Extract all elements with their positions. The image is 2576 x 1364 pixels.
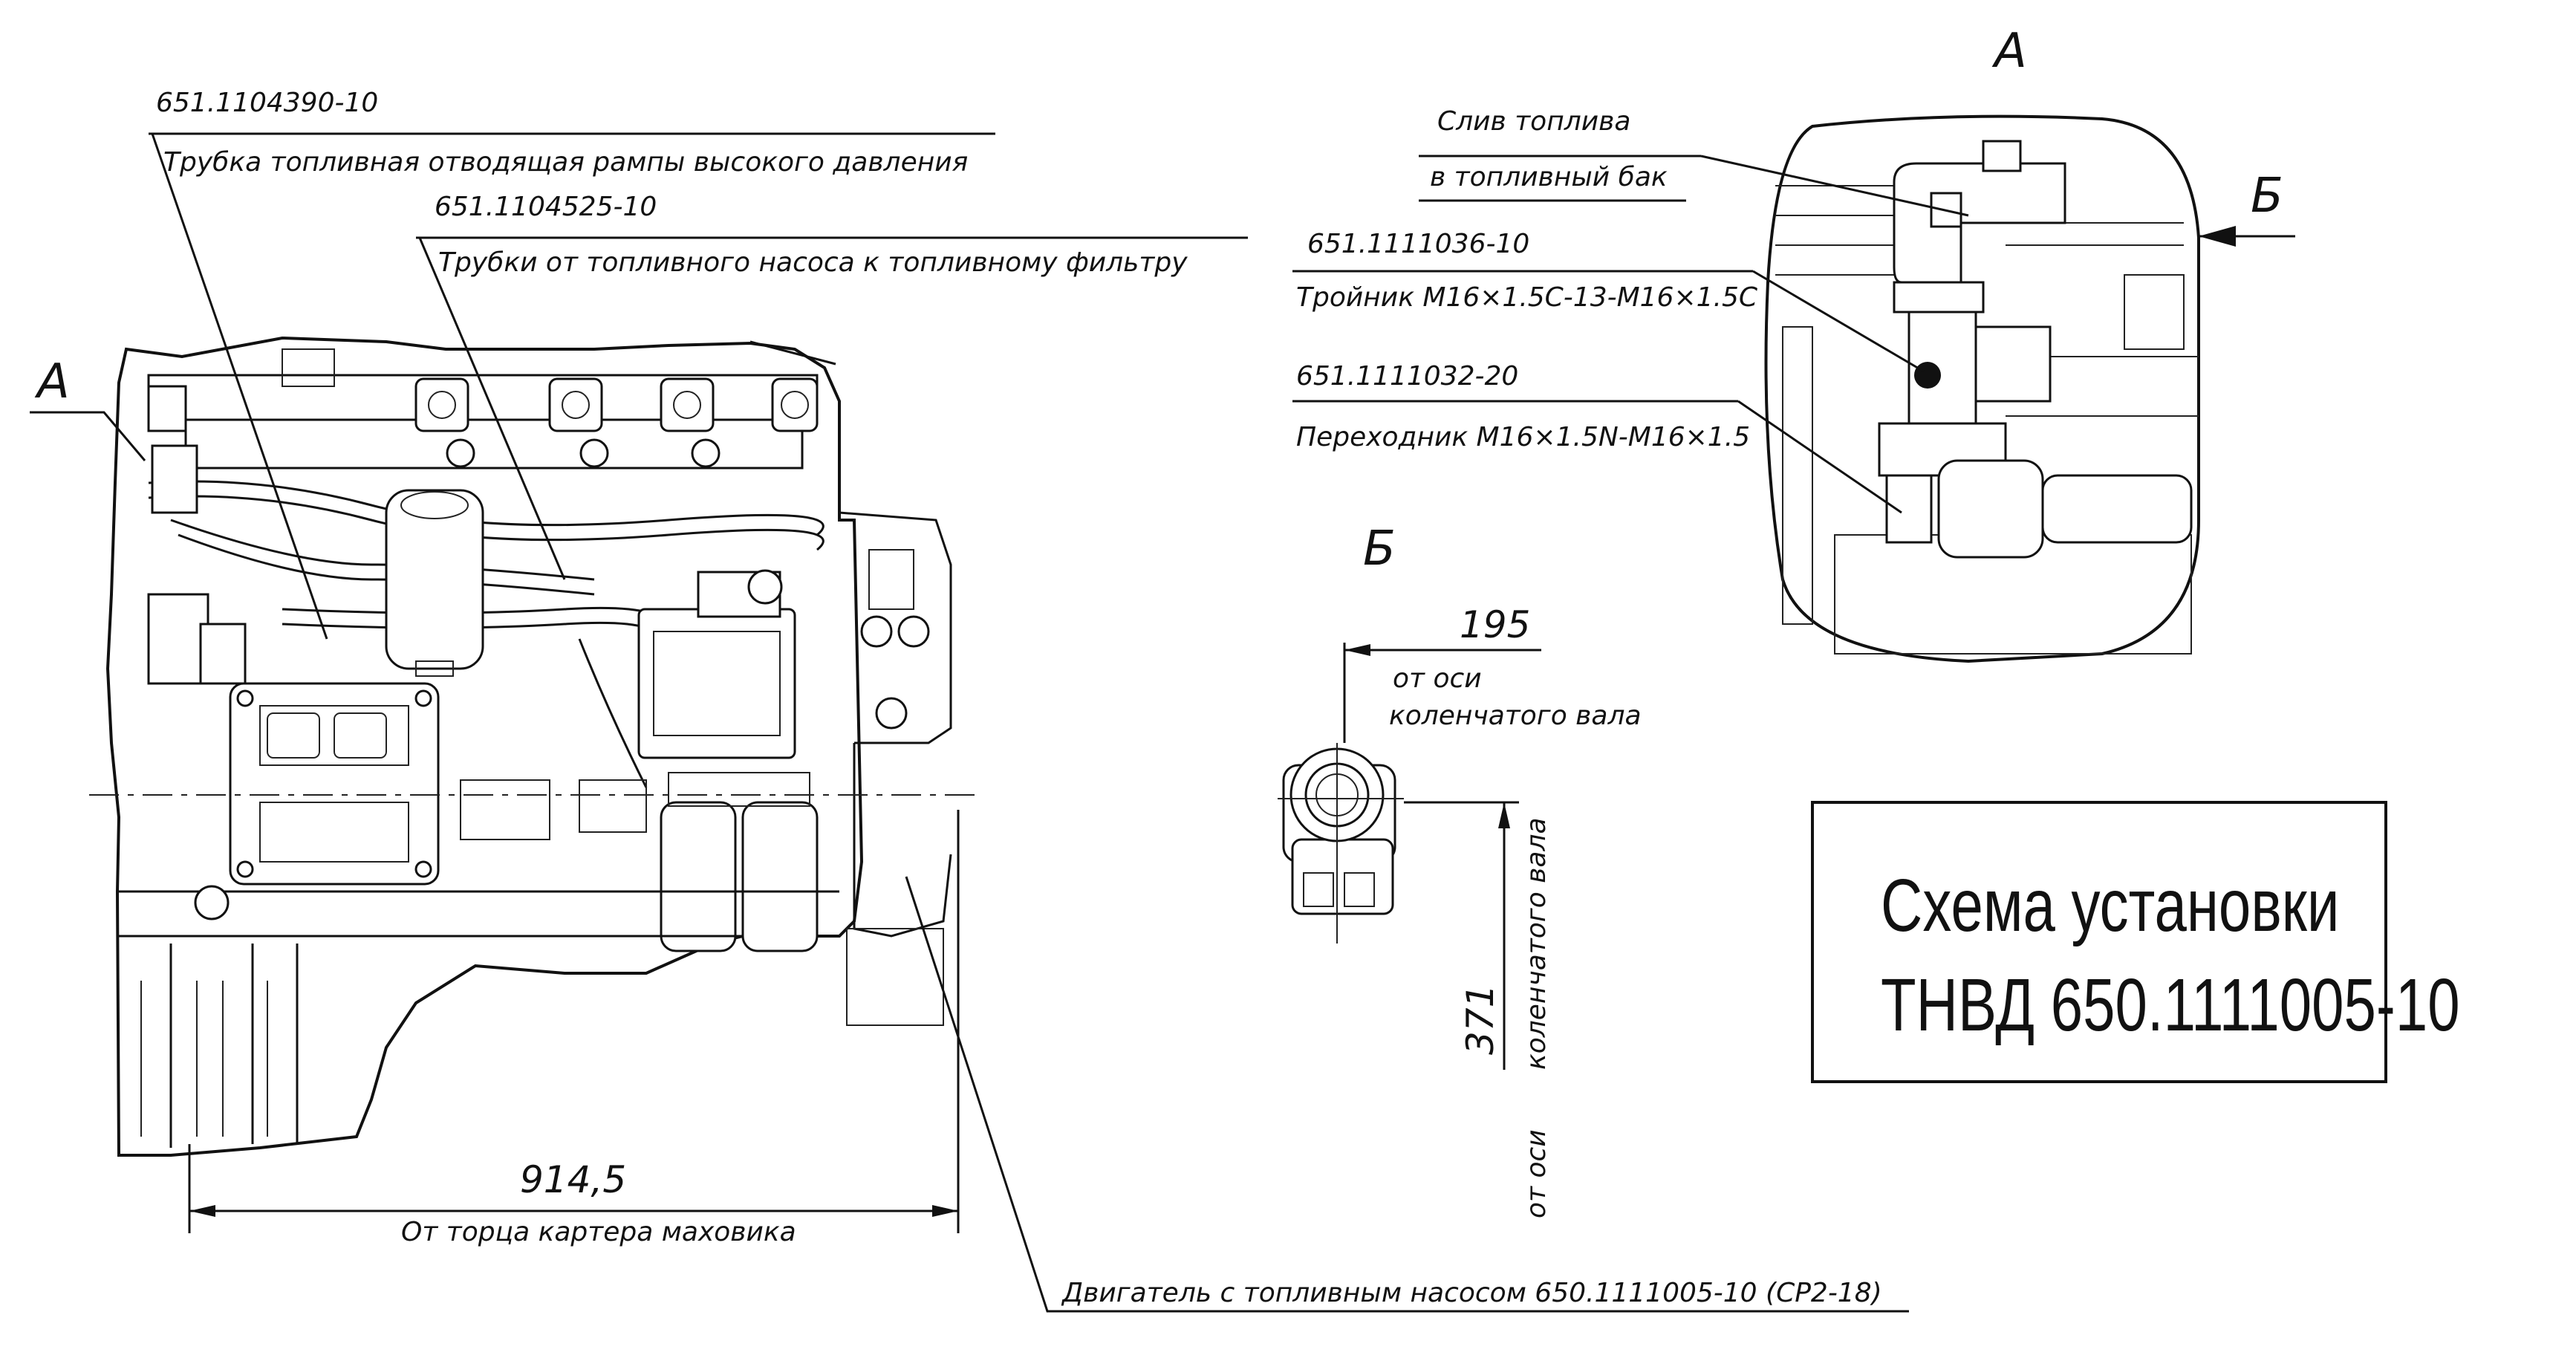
tee-name: Тройник М16×1.5С-13-М16×1.5С xyxy=(1296,282,1758,313)
drain-line2: в топливный бак xyxy=(1430,162,1668,192)
dim-371: 371 xyxy=(1459,984,1502,1055)
drain-line1: Слив топлива xyxy=(1437,106,1630,137)
length-note: От торца картера маховика xyxy=(401,1217,796,1247)
title-line-2: ТНВД 650.1111005-10 xyxy=(1881,964,2460,1047)
engine-length-dimension: 914,5 От торца картера маховика xyxy=(188,810,960,1247)
injector-3 xyxy=(660,377,721,468)
engine-caption: Двигатель с топливным насосом 650.111100… xyxy=(1061,1278,1882,1308)
rail-pipe-code: 651.1104390-10 xyxy=(156,88,378,118)
flywheel-housing xyxy=(839,511,952,1026)
fuel-filter xyxy=(385,489,484,677)
dim-195-note2: коленчатого вала xyxy=(1389,701,1642,731)
rail-pipe-name: Трубка топливная отводящая рампы высоког… xyxy=(163,147,968,178)
injector-4 xyxy=(771,377,819,432)
oil-sump xyxy=(119,885,839,1148)
tee-code: 651.1111036-10 xyxy=(1307,229,1529,259)
title-line-1: Схема установки xyxy=(1881,864,2340,947)
title-block: Схема установки ТНВД 650.1111005-10 xyxy=(1811,801,2460,1083)
adapter-code: 651.1111032-20 xyxy=(1296,361,1518,392)
dim-195-note1: от оси xyxy=(1393,663,1482,694)
filter-canisters xyxy=(660,772,819,952)
filter-pipes-name: Трубки от топливного насоса к топливному… xyxy=(438,247,1188,278)
detail-a-marker: А xyxy=(1991,24,2027,79)
filter-pipes-code: 651.1104525-10 xyxy=(435,192,657,222)
high-pressure-fuel-pump xyxy=(637,569,796,759)
length-value: 914,5 xyxy=(520,1158,626,1201)
dim-195: 195 xyxy=(1460,603,1530,646)
view-a-marker: А xyxy=(34,354,70,409)
dim-371-note2: от оси xyxy=(1521,1129,1552,1218)
detail-view-a xyxy=(1764,114,2200,663)
dim-371-note1: коленчатого вала xyxy=(1521,817,1552,1070)
view-b-fitting xyxy=(1278,743,1404,944)
engine-side-view xyxy=(89,336,980,1157)
ecu-module xyxy=(229,682,440,886)
arrow-b-label: Б xyxy=(2251,169,2283,224)
injector-2 xyxy=(548,377,609,468)
view-b-title: Б xyxy=(1363,522,1396,577)
injector-1 xyxy=(414,377,475,468)
adapter-name: Переходник М16×1.5N-М16×1.5 xyxy=(1296,422,1750,452)
